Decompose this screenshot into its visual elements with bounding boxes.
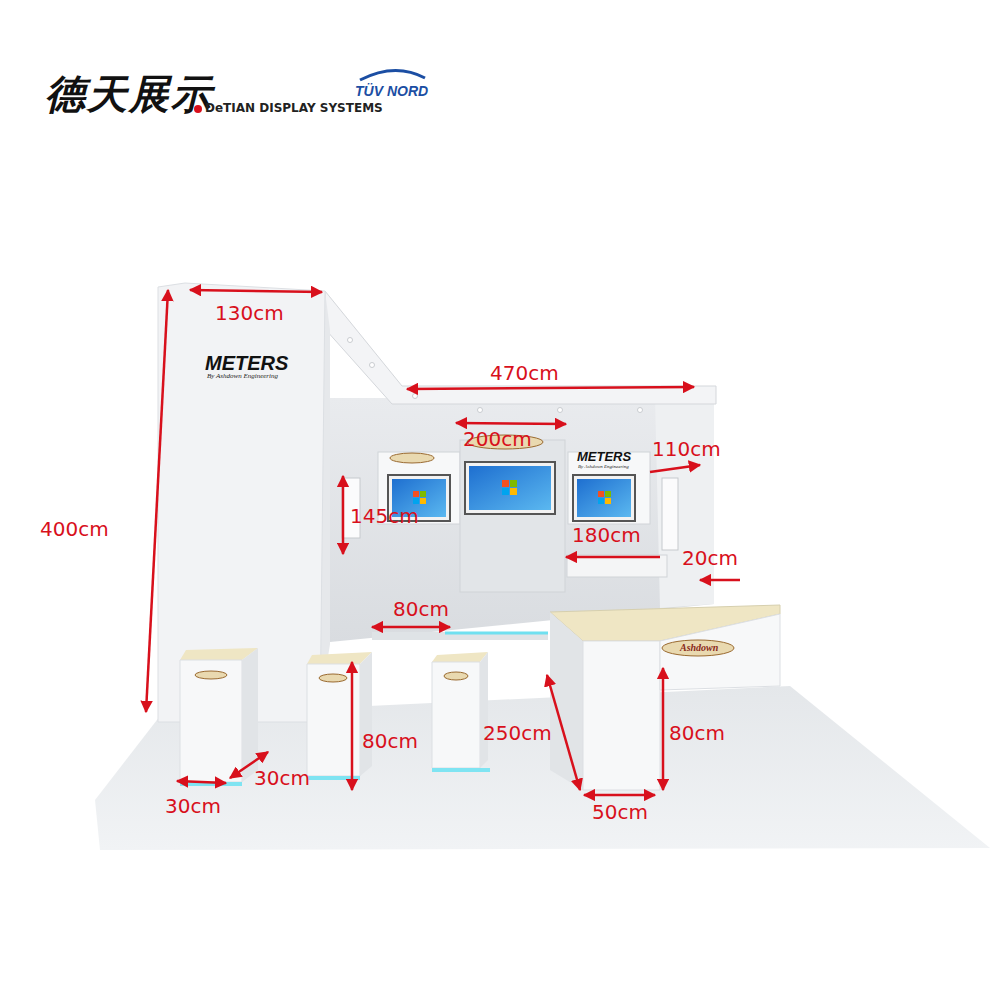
pillar bbox=[158, 283, 325, 722]
certifier-logo: TÜV NORD bbox=[355, 84, 428, 99]
wall-panel bbox=[460, 440, 565, 592]
dimension-label: 30cm bbox=[254, 767, 310, 789]
dimension-label: 20cm bbox=[682, 547, 738, 569]
shelf bbox=[567, 555, 667, 577]
dimension-label: 80cm bbox=[669, 722, 725, 744]
tuv-arc bbox=[360, 70, 425, 80]
header-beam bbox=[325, 291, 716, 404]
glow bbox=[445, 632, 548, 635]
screens bbox=[388, 462, 635, 521]
dimension-label: 110cm bbox=[652, 438, 721, 460]
counter bbox=[550, 605, 780, 790]
company-logo: METERS bbox=[577, 450, 631, 464]
company-tagline: By Ashdown Engineering bbox=[578, 464, 629, 470]
back-wall bbox=[330, 398, 714, 642]
dimension-label: 30cm bbox=[165, 795, 221, 817]
pedestals bbox=[180, 648, 490, 784]
dimension-label: 180cm bbox=[572, 524, 641, 546]
logo-badge bbox=[390, 453, 434, 463]
dimension-label: 80cm bbox=[362, 730, 418, 752]
wall-light bbox=[662, 478, 678, 550]
company-logo: METERS bbox=[205, 352, 288, 374]
dimension-label: 400cm bbox=[40, 518, 109, 540]
dimension-label: 200cm bbox=[463, 428, 532, 450]
dimension-label: 50cm bbox=[592, 801, 648, 823]
dimension-label: 80cm bbox=[393, 598, 449, 620]
windows-icons bbox=[413, 480, 611, 504]
brand-name: 德天展示 bbox=[45, 72, 213, 116]
company-tagline: By Ashdown Engineering bbox=[207, 373, 278, 381]
dimension-label: 470cm bbox=[490, 362, 559, 384]
dimension-label: 130cm bbox=[215, 302, 284, 324]
brand-subtitle: DeTIAN DISPLAY SYSTEMS bbox=[205, 102, 383, 115]
dimension-label: 145cm bbox=[350, 505, 419, 527]
ceiling-lights bbox=[348, 338, 643, 413]
dimension-label: 250cm bbox=[483, 722, 552, 744]
badge-logo: Ashdown bbox=[680, 642, 718, 653]
step bbox=[372, 632, 548, 640]
dimension-lines bbox=[146, 290, 740, 795]
